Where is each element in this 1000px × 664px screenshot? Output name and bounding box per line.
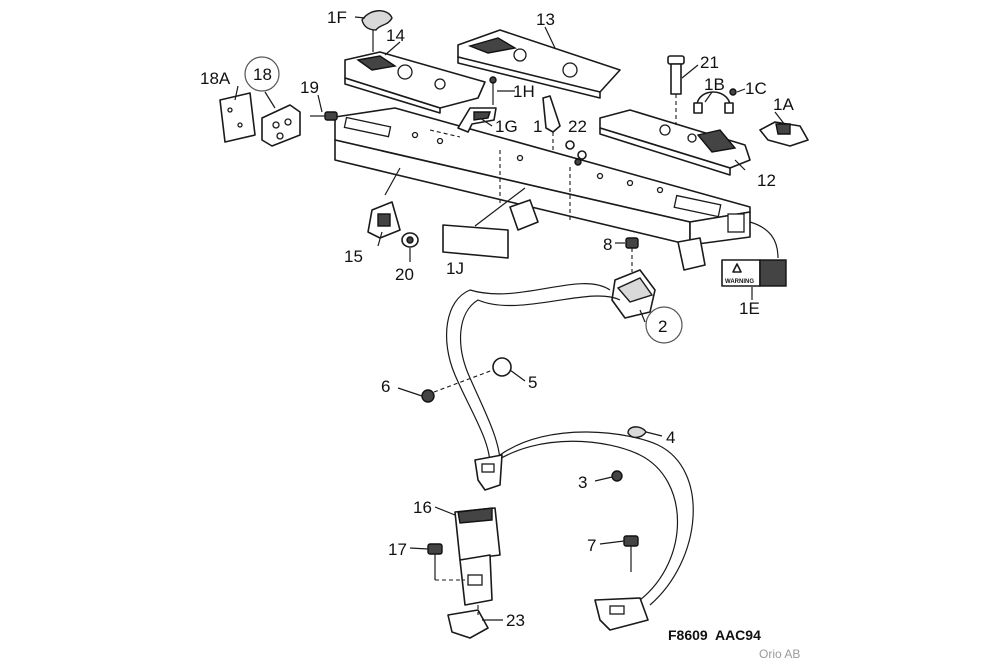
rail-foot-rear	[677, 237, 706, 271]
latch-part-1A	[759, 121, 809, 147]
label-1J: 1J	[446, 259, 464, 278]
rail-cover-part-14	[344, 51, 486, 114]
warning-label-text: WARNING	[725, 279, 754, 285]
spring-part-22	[565, 140, 587, 166]
rail-cover-part-12	[599, 109, 751, 176]
label-19: 19	[300, 78, 319, 97]
label-13: 13	[536, 10, 555, 29]
leader-lines	[234, 16, 786, 621]
label-21: 21	[700, 53, 719, 72]
seat-rail-part-1	[334, 107, 779, 259]
label-plate-part-1J	[442, 187, 526, 259]
label-3: 3	[578, 473, 587, 492]
drawing-code: F8609 AAC94	[668, 627, 761, 643]
bracket-part-23	[447, 605, 489, 639]
label-18A: 18A	[200, 69, 231, 88]
label-1B: 1B	[704, 75, 725, 94]
label-5: 5	[528, 373, 537, 392]
anchor-plate	[594, 597, 649, 631]
plate-part-18A	[219, 92, 256, 143]
label-1G: 1G	[495, 117, 518, 136]
rail-foot-front	[509, 199, 539, 231]
button-part-3	[611, 470, 623, 482]
label-1A: 1A	[773, 95, 794, 114]
retractor-part-2	[611, 269, 656, 319]
label-circle-18	[244, 56, 280, 92]
bolt-part-19	[310, 111, 338, 121]
label-20: 20	[395, 265, 414, 284]
rail-cover-part-13	[457, 29, 621, 99]
label-15: 15	[344, 247, 363, 266]
bolt-part-7	[623, 535, 639, 572]
label-2: 2	[658, 317, 667, 336]
bracket-part-18	[261, 104, 301, 147]
label-4: 4	[666, 428, 675, 447]
label-17: 17	[388, 540, 407, 559]
nut-part-6	[421, 369, 494, 403]
cap-part-4	[627, 426, 647, 439]
clip-part-1	[542, 95, 561, 152]
label-6: 6	[381, 377, 390, 396]
handle-part-1B	[693, 91, 734, 114]
knob-part-1F	[361, 10, 393, 52]
label-16: 16	[413, 498, 432, 517]
label-1C: 1C	[745, 79, 767, 98]
label-1E: 1E	[739, 299, 760, 318]
mount-part-15	[367, 167, 401, 239]
label-1H: 1H	[513, 82, 535, 101]
nut-part-20	[401, 232, 419, 248]
bolt-part-8	[625, 237, 639, 272]
label-1: 1	[533, 117, 542, 136]
screw-part-1H	[489, 76, 497, 105]
belt-webbing	[445, 283, 694, 606]
label-18: 18	[253, 65, 272, 84]
cap-part-5	[492, 357, 512, 377]
bracket-part-1G	[457, 107, 497, 133]
buckle-part-16	[454, 507, 501, 606]
credit-text: Orio AB	[759, 647, 800, 661]
label-1F: 1F	[327, 8, 347, 27]
belt-tongue	[474, 454, 503, 491]
label-23: 23	[506, 611, 525, 630]
label-8: 8	[603, 235, 612, 254]
pin-part-21	[667, 55, 685, 125]
label-12: 12	[757, 171, 776, 190]
label-circle-2	[645, 306, 683, 344]
warning-label-part-1E: WARNING	[721, 259, 787, 287]
label-14: 14	[386, 26, 405, 45]
screw-part-1C	[729, 88, 737, 96]
label-22: 22	[568, 117, 587, 136]
label-7: 7	[587, 536, 596, 555]
